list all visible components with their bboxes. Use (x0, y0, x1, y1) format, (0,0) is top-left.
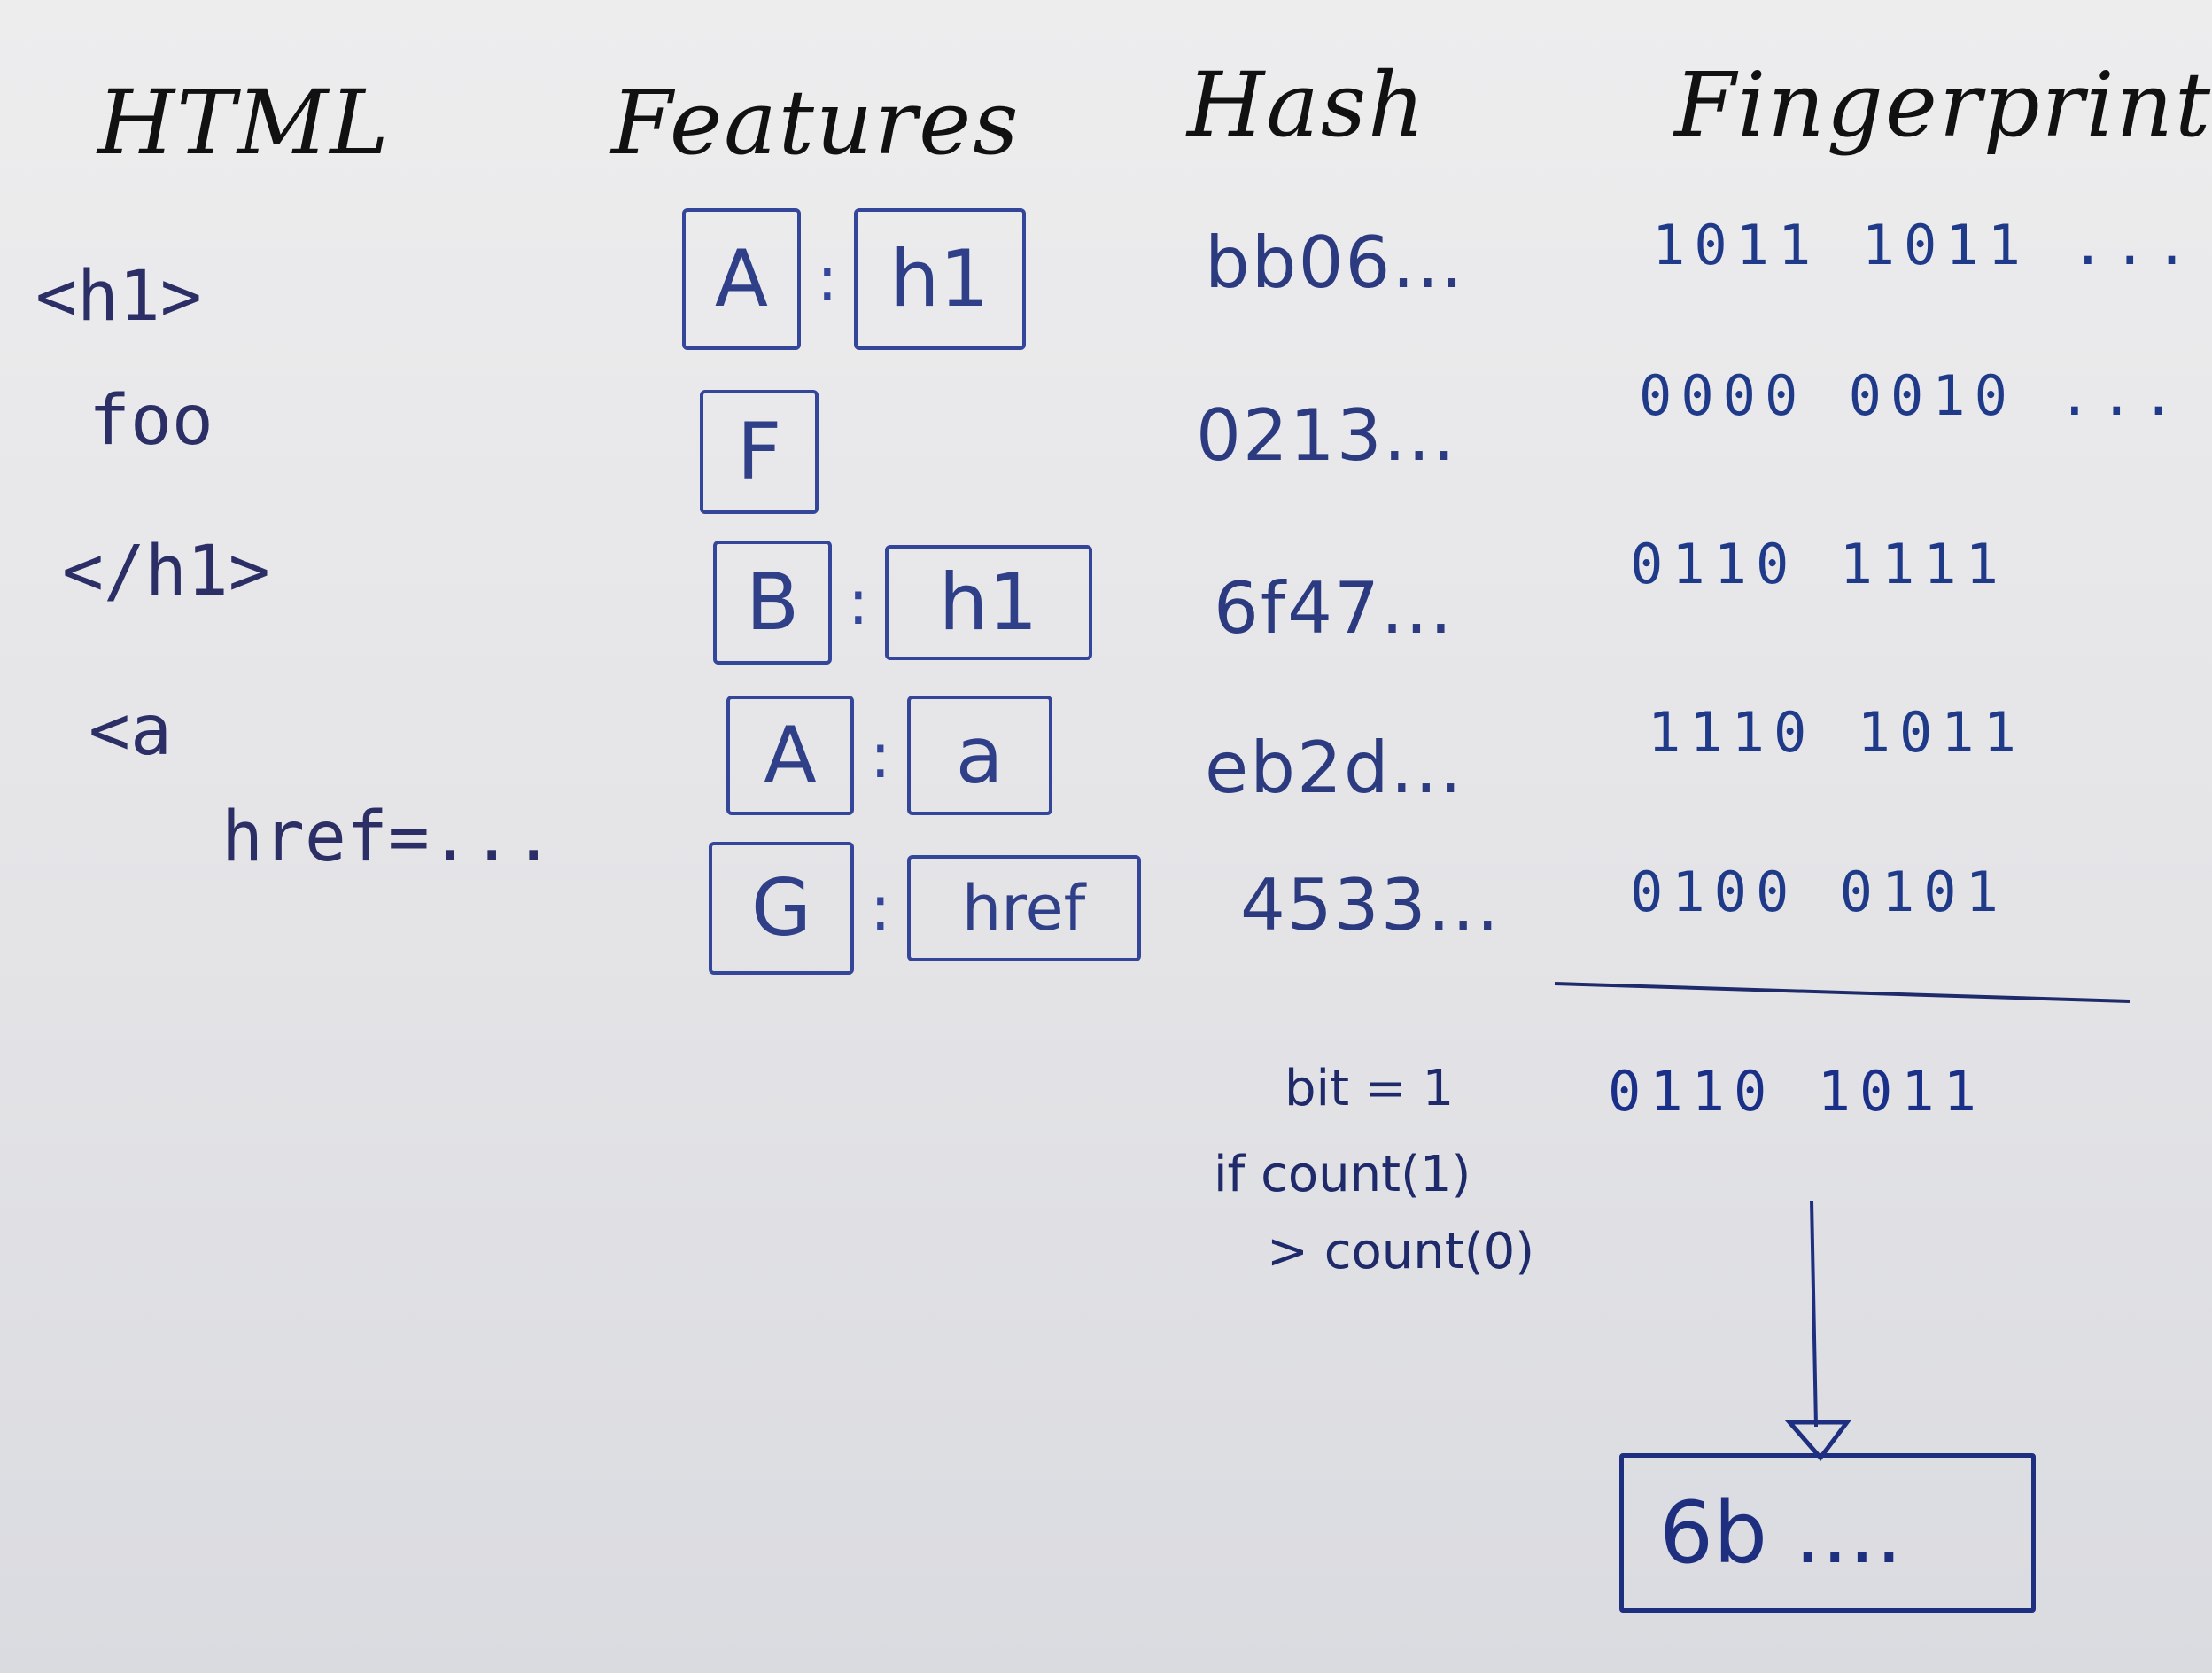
html-line: foo (89, 381, 213, 461)
connector-lines (1554, 982, 2131, 1461)
header-fingerprint: Fingerprint (1674, 53, 2212, 157)
hash-value: eb2d... (1205, 727, 1463, 809)
html-line: <a (89, 691, 172, 771)
html-line: href=... (221, 798, 555, 877)
feature-row: A : h1 (682, 208, 1026, 350)
feature-row: G : href (709, 842, 1141, 975)
combined-fingerprint: 0110 1011 (1608, 1059, 1985, 1124)
fingerprint-bits: 0000 0010 ... (1639, 363, 2185, 428)
feature-row: B : h1 (713, 541, 1092, 665)
fingerprint-bits: 1011 1011 ... (1652, 213, 2198, 277)
rule-line: bit = 1 (1285, 1060, 1455, 1117)
html-line: <h1> (35, 257, 202, 337)
hash-value: 6f47... (1214, 567, 1455, 650)
header-features: Features (611, 71, 1021, 175)
feature-row: A : a (726, 696, 1052, 815)
feature-separator: : (870, 872, 891, 945)
hash-value: bb06... (1205, 222, 1465, 304)
feature-row: F (700, 390, 819, 514)
feature-type-box: F (700, 390, 819, 514)
feature-separator: : (817, 243, 838, 315)
feature-value-box: a (906, 696, 1052, 815)
feature-value-box: href (906, 855, 1141, 961)
feature-separator: : (870, 719, 891, 792)
feature-type-box: G (709, 842, 854, 975)
header-hash: Hash (1187, 53, 1427, 157)
feature-type-box: A (726, 696, 854, 815)
sum-divider-line (1554, 982, 2131, 1003)
rule-line: > count(0) (1267, 1223, 1535, 1281)
fingerprint-bits: 1110 1011 (1648, 700, 2025, 765)
hash-value: 0213... (1196, 394, 1456, 477)
fingerprint-bits: 0110 1111 (1630, 532, 2007, 596)
feature-value-box: h1 (853, 208, 1026, 350)
rule-line: if count(1) (1214, 1146, 1471, 1204)
rule-note: bit = 1 if count(1) > count(0) (1214, 1059, 1534, 1282)
result-value: 6b .... (1659, 1483, 1903, 1583)
feature-separator: : (848, 566, 869, 639)
fingerprint-bits: 0100 0101 (1630, 860, 2007, 924)
feature-type-box: A (682, 208, 801, 350)
html-line: </h1> (62, 532, 270, 611)
arrow-shaft (1810, 1200, 1818, 1428)
whiteboard: HTML Features Hash Fingerprint <h1> foo … (35, 53, 2210, 1613)
header-html: HTML (97, 71, 391, 175)
feature-value-box: h1 (884, 545, 1092, 660)
feature-type-box: B (713, 541, 832, 665)
result-box: 6b .... (1619, 1453, 2036, 1613)
hash-value: 4533... (1240, 864, 1501, 946)
arrow-head (1784, 1420, 1851, 1461)
